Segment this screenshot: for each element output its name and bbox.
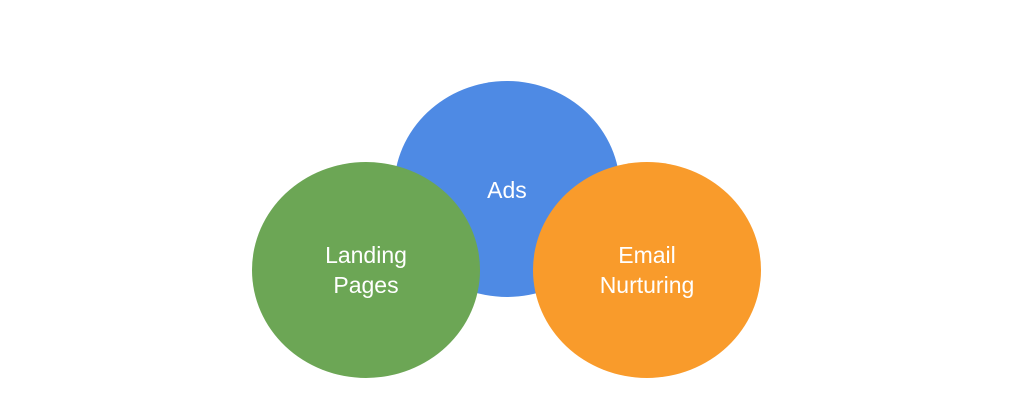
landing-pages-label: Landing Pages bbox=[325, 240, 407, 300]
landing-pages-circle: Landing Pages bbox=[252, 162, 480, 378]
landing-pages-label-line-2: Pages bbox=[333, 272, 399, 298]
email-nurturing-label-line-1: Email bbox=[618, 242, 676, 268]
ads-label: Ads bbox=[487, 177, 527, 203]
email-nurturing-label-line-2: Nurturing bbox=[599, 272, 695, 298]
landing-pages-label-line-1: Landing bbox=[325, 242, 407, 268]
email-nurturing-circle: Email Nurturing bbox=[533, 162, 761, 378]
email-nurturing-label: Email Nurturing bbox=[600, 240, 695, 300]
